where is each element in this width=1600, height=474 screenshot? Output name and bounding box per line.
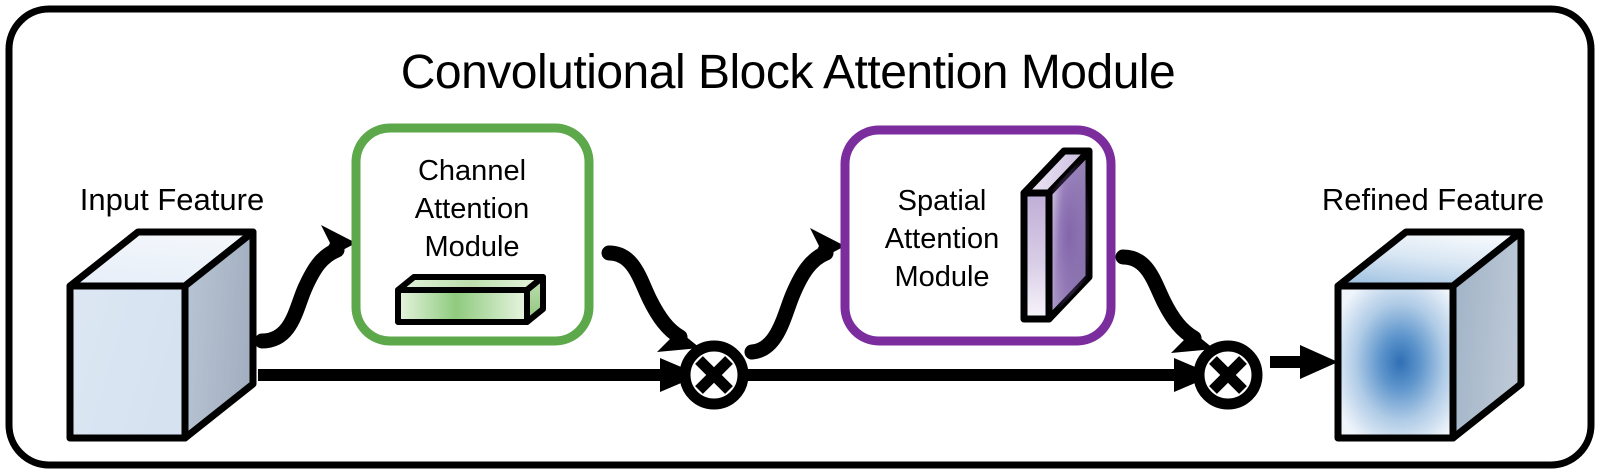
spatial-attention-module[interactable]: Spatial Attention Module [840,125,1116,346]
refined-cube-front-face [1334,282,1457,442]
input-cube-front-face [66,282,189,442]
spatial-module-line-1: Spatial [898,185,987,217]
refined-feature-label: Refined Feature [1322,182,1544,217]
outer-frame [5,5,1595,469]
spatial-module-line-3: Module [894,261,989,293]
arrow-multiply2-to-refined [1270,345,1338,379]
multiply-operator-1 [679,340,749,410]
arrow-multiply1-to-spatial [744,228,845,360]
spatial-map-slab-icon [1020,147,1093,323]
diagram-title: Convolutional Block Attention Module [401,46,1176,99]
input-feature-label: Input Feature [80,182,264,217]
channel-attention-module[interactable]: Channel Attention Module [351,123,594,346]
channel-descriptor-bar-icon [395,274,546,325]
arrow-input-to-channel [254,225,356,349]
refined-feature-cube [1334,228,1525,442]
multiply-operator-2 [1193,340,1263,410]
spatial-module-line-2: Attention [885,223,999,255]
input-feature-cube [66,228,257,442]
arrow-channel-to-multiply1 [601,245,700,352]
arrow-spatial-to-multiply2 [1115,249,1214,353]
channel-module-line-1: Channel [418,155,526,187]
channel-module-line-2: Attention [415,193,529,225]
channel-module-line-3: Module [424,231,519,263]
